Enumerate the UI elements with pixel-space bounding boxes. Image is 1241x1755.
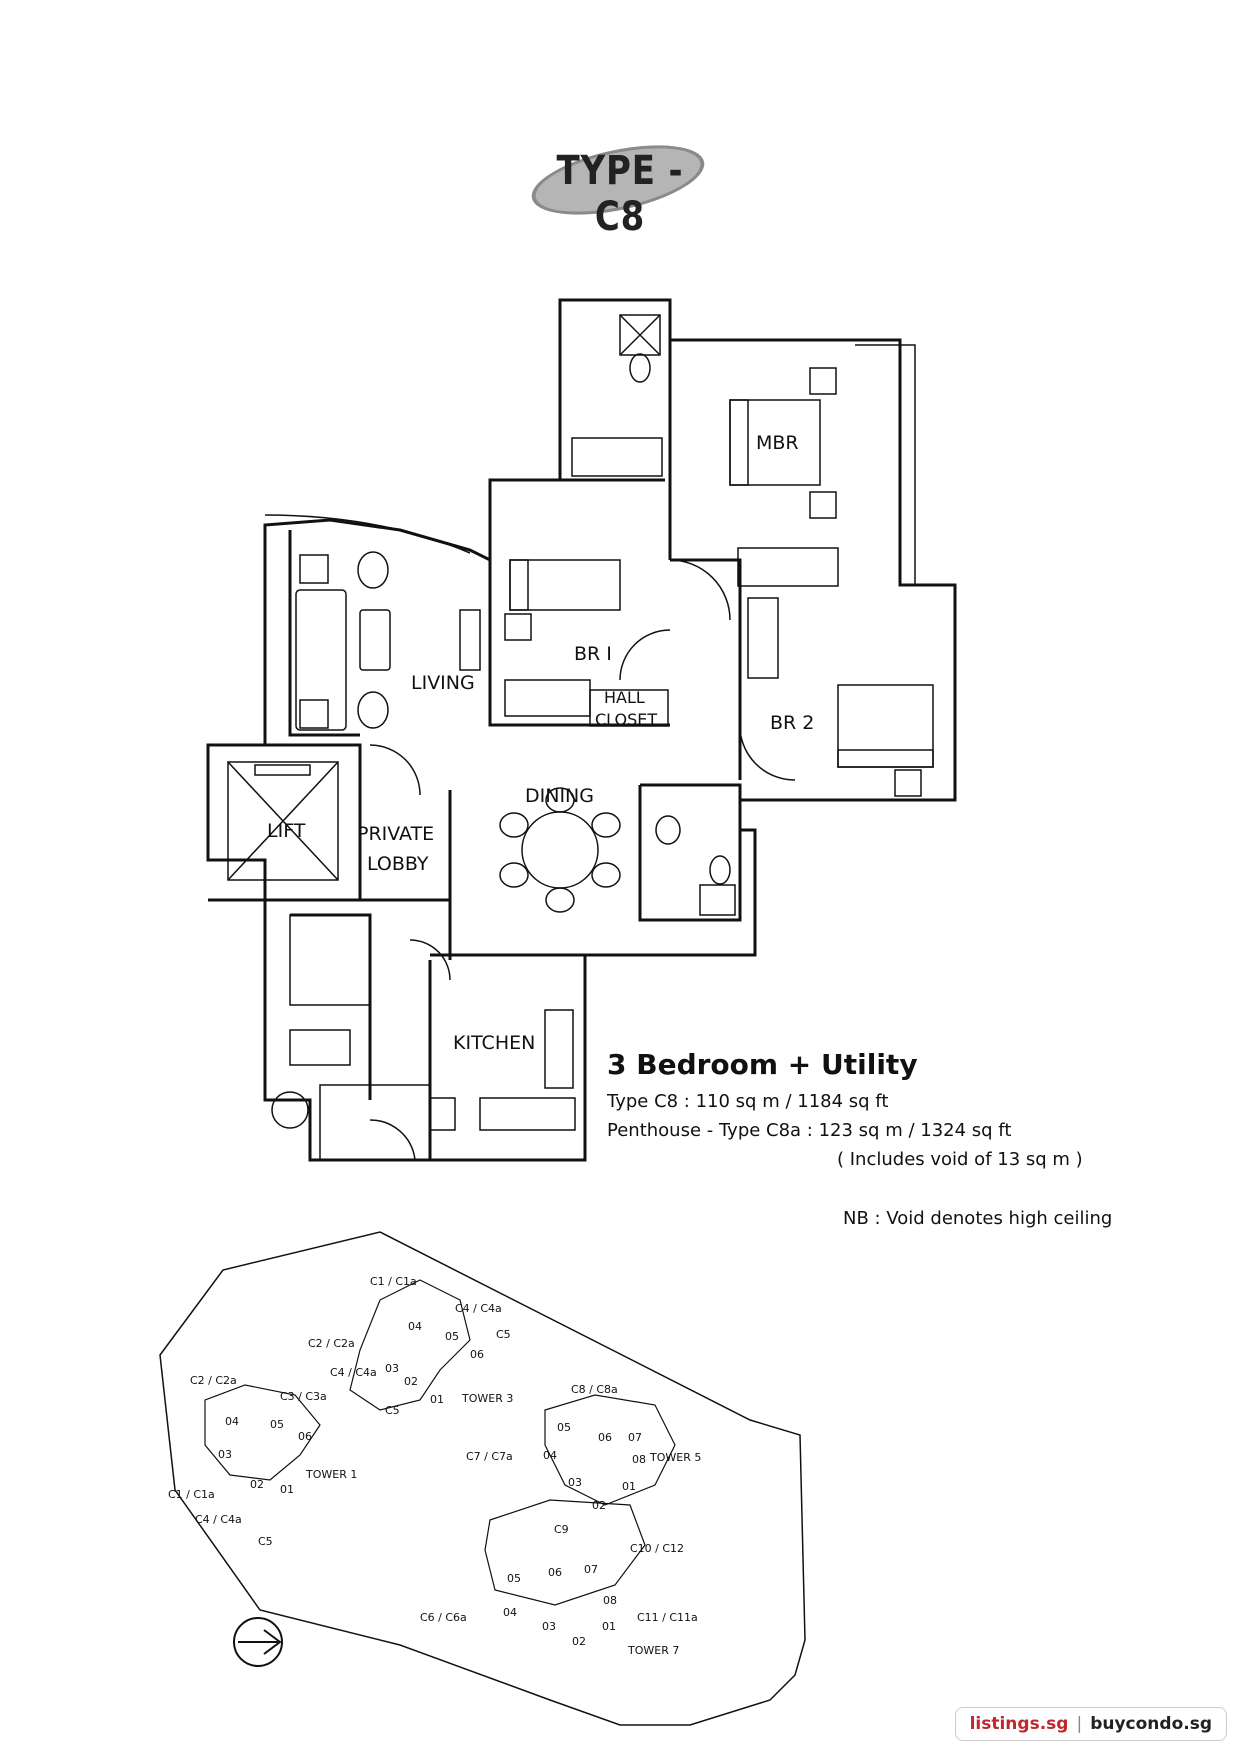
room-label-br2: BR 2: [770, 712, 815, 734]
unit-label: 01: [622, 1480, 636, 1493]
t1-c2-label: C2 / C2a: [190, 1374, 237, 1387]
t7-c10-label: C10 / C12: [630, 1542, 684, 1555]
unit-label: 03: [218, 1448, 232, 1461]
t3-c4b-label: C4 / C4a: [330, 1366, 377, 1379]
room-label-living: LIVING: [411, 672, 475, 694]
footer-site-listings[interactable]: listings.sg: [969, 1714, 1069, 1734]
room-label-kitchen: KITCHEN: [453, 1032, 536, 1054]
unit-label: 01: [280, 1483, 294, 1496]
room-label-hall: HALL: [604, 688, 645, 707]
unit-label: 04: [408, 1320, 422, 1333]
t5-c8-label: C8 / C8a: [571, 1383, 618, 1396]
north-arrow-icon: [233, 1617, 283, 1667]
room-label-dining: DINING: [525, 785, 594, 807]
unit-label: 07: [628, 1431, 642, 1444]
unit-label: 01: [430, 1393, 444, 1406]
room-label-lift: LIFT: [267, 820, 306, 842]
t7-c6-label: C6 / C6a: [420, 1611, 467, 1624]
unit-label: 08: [603, 1594, 617, 1607]
footer-separator: |: [1076, 1714, 1083, 1734]
room-label-lobby: LOBBY: [367, 853, 429, 875]
unit-label: 05: [270, 1418, 284, 1431]
unit-label: 04: [225, 1415, 239, 1428]
room-label-mbr: MBR: [756, 432, 799, 454]
tower-7-name: TOWER 7: [627, 1644, 679, 1657]
tower-5-name: TOWER 5: [649, 1451, 701, 1464]
room-label-private: PRIVATE: [357, 823, 435, 845]
t1-c5-label: C5: [258, 1535, 273, 1548]
t5-c9-label: C9: [554, 1523, 569, 1536]
unit-label: 03: [568, 1476, 582, 1489]
tower-3-block: [349, 1279, 471, 1411]
room-label-br1: BR I: [574, 643, 612, 665]
unit-label: 06: [470, 1348, 484, 1361]
room-label-closet: CLOSET: [595, 710, 658, 729]
unit-label: 06: [548, 1566, 562, 1579]
unit-label: 07: [584, 1563, 598, 1576]
title-ellipse: [531, 145, 705, 215]
t1-c1-label: C1 / C1a: [168, 1488, 215, 1501]
unit-area-c8: Type C8 : 110 sq m / 1184 sq ft: [607, 1091, 889, 1112]
t1-c3-label: C3 / C3a: [280, 1390, 327, 1403]
t3-c5-label: C5: [496, 1328, 511, 1341]
unit-heading: 3 Bedroom + Utility: [607, 1048, 918, 1081]
unit-label: 02: [572, 1635, 586, 1648]
unit-label: 05: [557, 1421, 571, 1434]
unit-label: 03: [385, 1362, 399, 1375]
t3-c5b-label: C5: [385, 1404, 400, 1417]
tower-1-block: [204, 1384, 321, 1481]
unit-label: 04: [543, 1449, 557, 1462]
unit-label: 03: [542, 1620, 556, 1633]
unit-label: 06: [298, 1430, 312, 1443]
t7-c11-label: C11 / C11a: [637, 1611, 698, 1624]
t5-c7-label: C7 / C7a: [466, 1450, 513, 1463]
site-boundary: [159, 1231, 806, 1726]
unit-label: 05: [507, 1572, 521, 1585]
tower-5-block: [544, 1394, 676, 1506]
tower-7-block: [484, 1499, 646, 1606]
t3-c1-label: C1 / C1a: [370, 1275, 417, 1288]
plan-type-title: TYPE - C8: [556, 148, 684, 240]
t3-c2-label: C2 / C2a: [308, 1337, 355, 1350]
t1-c4-label: C4 / C4a: [195, 1513, 242, 1526]
footer-badge: listings.sg | buycondo.sg: [954, 1707, 1227, 1741]
unit-label: 05: [445, 1330, 459, 1343]
void-note: NB : Void denotes high ceiling: [843, 1208, 1113, 1229]
unit-label: 02: [592, 1499, 606, 1512]
footer-site-buycondo[interactable]: buycondo.sg: [1090, 1714, 1212, 1734]
tower-1-name: TOWER 1: [305, 1468, 357, 1481]
unit-label: 06: [598, 1431, 612, 1444]
unit-label: 01: [602, 1620, 616, 1633]
unit-info: 3 Bedroom + Utility Type C8 : 110 sq m /…: [607, 1048, 1083, 1170]
unit-label: 04: [503, 1606, 517, 1619]
tower-3-name: TOWER 3: [461, 1392, 513, 1405]
unit-area-c8a: Penthouse - Type C8a : 123 sq m / 1324 s…: [607, 1120, 1012, 1141]
t3-c4-label: C4 / C4a: [455, 1302, 502, 1315]
unit-label: 02: [404, 1375, 418, 1388]
unit-void-note: ( Includes void of 13 sq m ): [837, 1149, 1083, 1170]
type-title-badge: TYPE - C8: [520, 138, 720, 248]
tower-blocks: [204, 1279, 676, 1606]
unit-label: 02: [250, 1478, 264, 1491]
unit-label: 08: [632, 1453, 646, 1466]
